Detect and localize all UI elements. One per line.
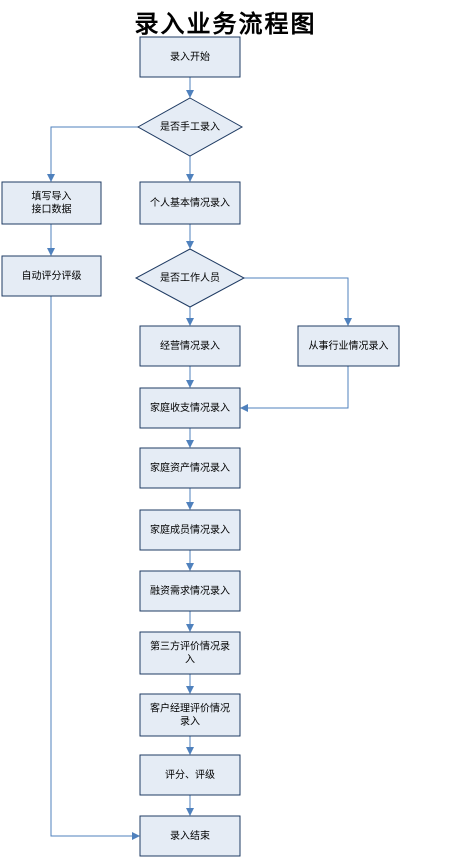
node-financing-needs: 融资需求情况录入	[139, 570, 241, 612]
process-box	[139, 754, 241, 796]
node-label: 从事行业情况录入	[309, 339, 389, 352]
process-box	[139, 36, 241, 78]
process-box	[1, 255, 102, 297]
decision-diamond	[134, 248, 246, 308]
process-box	[139, 631, 241, 675]
node-label: 经营情况录入	[160, 339, 220, 352]
node-label: 入	[185, 655, 195, 666]
process-box	[1, 181, 102, 225]
process-box	[297, 325, 400, 367]
node-label: 评分、评级	[165, 769, 215, 781]
node-personal-basic: 个人基本情况录入	[139, 181, 241, 225]
process-box	[139, 815, 241, 857]
node-label: 录入	[180, 716, 200, 728]
process-box	[139, 570, 241, 612]
arrow-q-employee-to-occupation	[244, 277, 352, 326]
node-business-info: 经营情况录入	[139, 325, 241, 367]
diagram-title: 录入业务流程图	[134, 10, 317, 38]
node-label: 第三方评价情况录	[150, 640, 230, 653]
node-label: 个人基本情况录入	[150, 196, 230, 209]
node-label: 家庭收支情况录入	[150, 401, 230, 414]
node-label: 接口数据	[32, 203, 72, 216]
node-label: 是否手工录入	[160, 120, 220, 133]
arrow-q-manual-to-import	[47, 126, 138, 182]
node-q-manual: 是否手工录入	[136, 97, 244, 157]
node-label: 是否工作人员	[160, 272, 220, 284]
arrow-occupation-to-income	[240, 366, 349, 412]
process-box	[139, 509, 241, 551]
node-q-employee: 是否工作人员	[134, 248, 246, 308]
node-family-members: 家庭成员情况录入	[139, 509, 241, 551]
node-occupation-info: 从事行业情况录入	[297, 325, 400, 367]
node-end: 录入结束	[139, 815, 241, 857]
process-box	[139, 447, 241, 489]
process-box	[139, 693, 241, 737]
arrow-auto-rating-to-end	[50, 296, 140, 840]
node-label: 客户经理评价情况	[150, 702, 230, 715]
node-label: 家庭资产情况录入	[150, 461, 230, 474]
node-auto-rating: 自动评分评级	[1, 255, 102, 297]
node-start: 录入开始	[139, 36, 241, 78]
node-scoring: 评分、评级	[139, 754, 241, 796]
node-family-assets: 家庭资产情况录入	[139, 447, 241, 489]
process-box	[139, 325, 241, 367]
node-label: 自动评分评级	[22, 269, 82, 282]
node-label: 录入结束	[170, 829, 210, 842]
node-label: 融资需求情况录入	[150, 584, 230, 597]
node-label: 填写导入	[32, 190, 72, 203]
process-box	[139, 181, 241, 225]
decision-diamond	[136, 97, 244, 157]
process-box	[139, 387, 241, 429]
node-label: 家庭成员情况录入	[150, 523, 230, 536]
node-family-income: 家庭收支情况录入	[139, 387, 241, 429]
node-label: 录入开始	[170, 50, 210, 63]
